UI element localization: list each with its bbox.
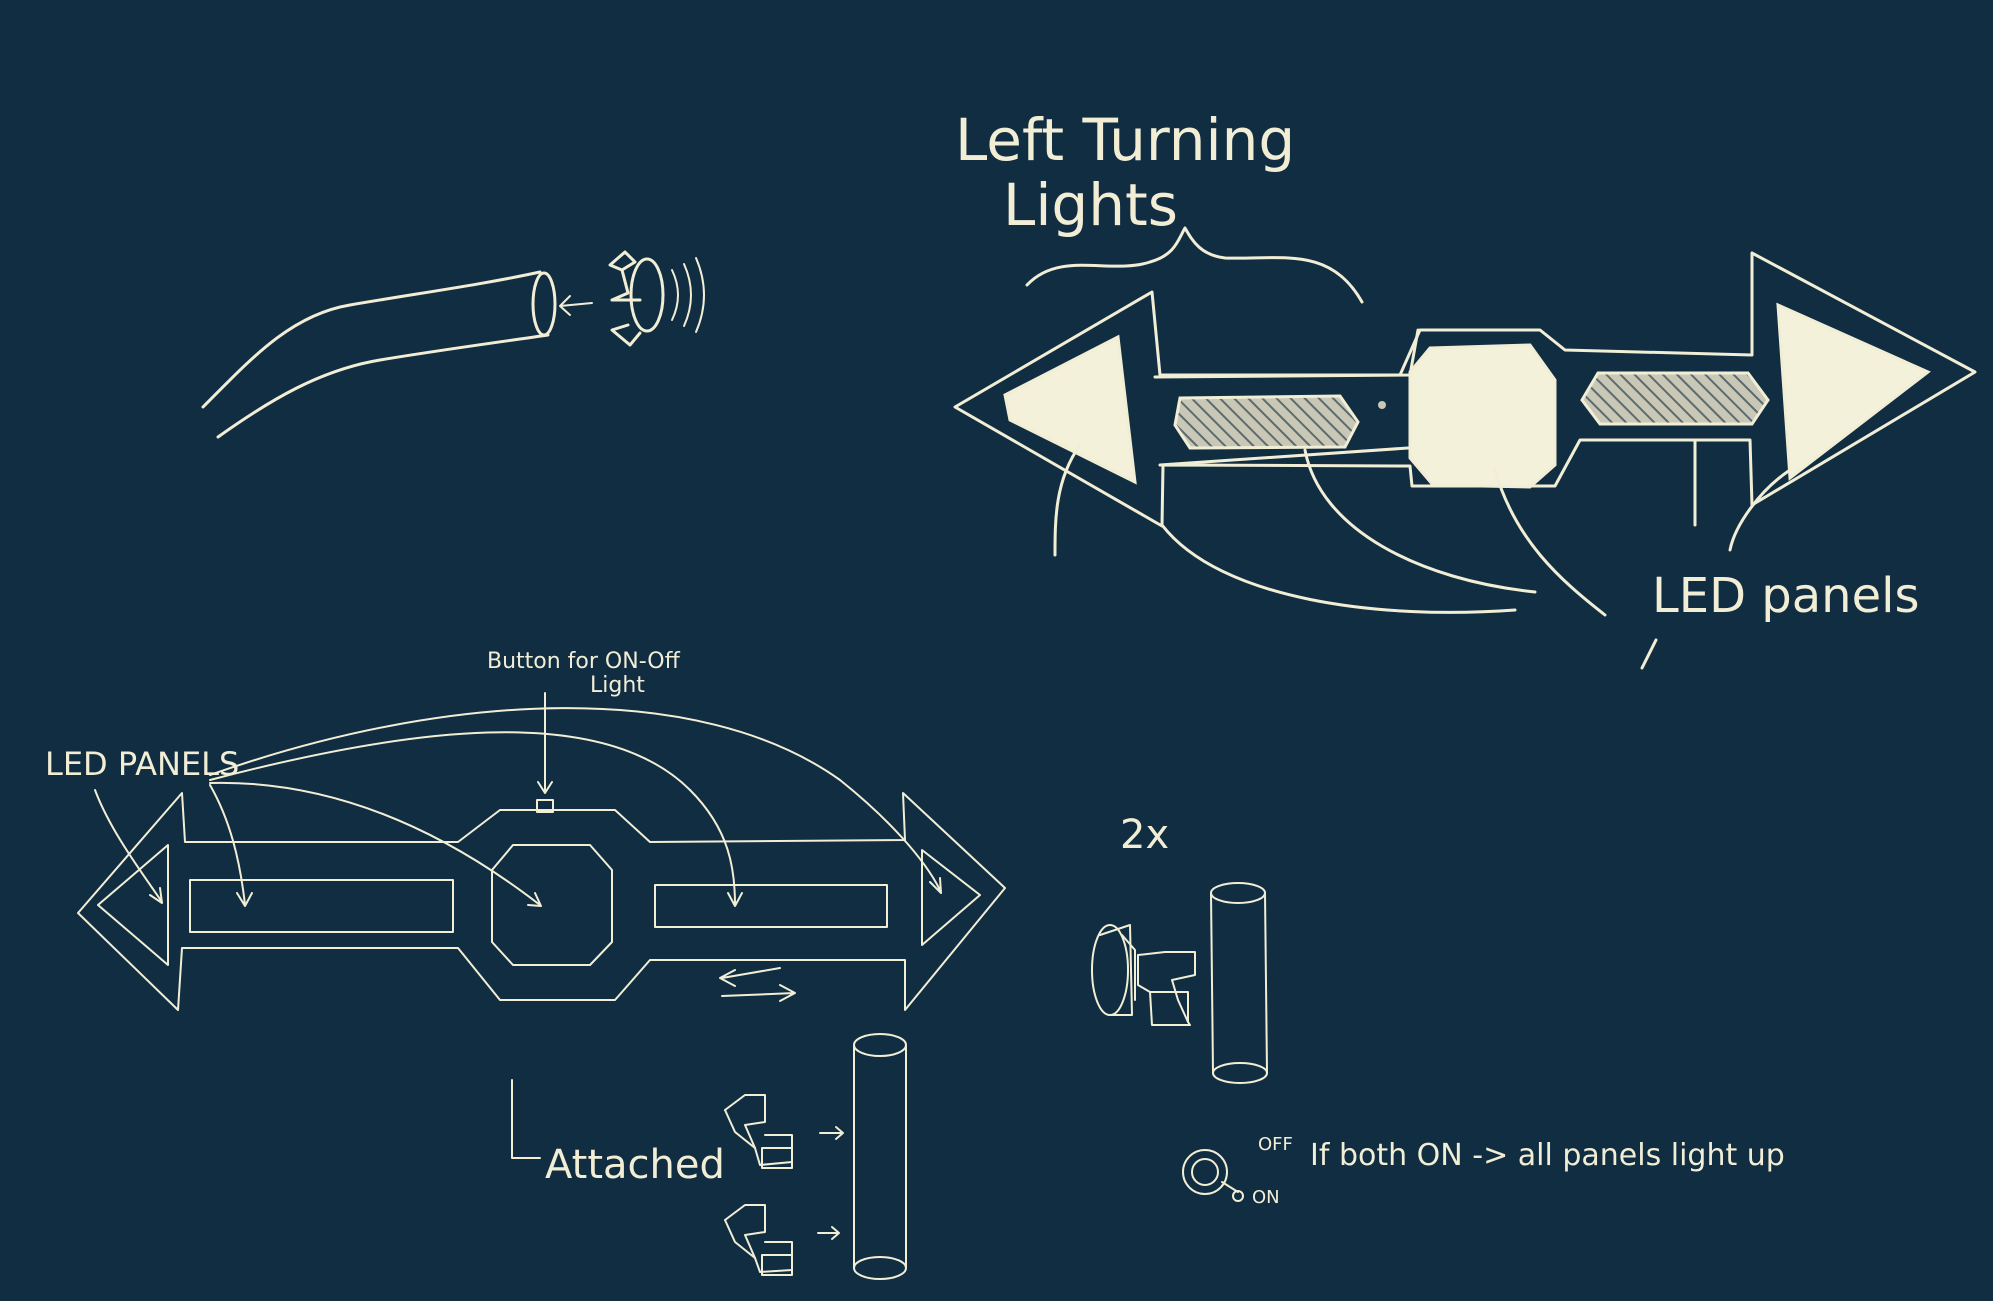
attach-arrow-1 [820,1127,843,1139]
led-panels-label: LED panels [1652,568,1919,624]
button-label-2: Light [590,673,645,698]
left-turning-lights-title-2: Lights [1003,171,1178,239]
led-center-square [1410,345,1555,487]
tube-lower-edge [218,335,548,437]
turning-lights-diagram: Left Turning Lights LED panels [955,106,1975,668]
led-right-strip [1582,373,1768,424]
panel-right-bar [655,885,887,927]
panel-center-octagon [492,845,612,965]
center-dot [1378,401,1386,409]
leader-line-4 [1495,470,1605,615]
signal-wave-2 [684,264,691,326]
arrow-inner-left [98,845,168,965]
leader-line-2 [1162,525,1515,612]
switch-on-label: ON [1252,1187,1280,1208]
arrow-light-outline: Button for ON-Off Light LED PANELS Attac… [45,649,1005,1279]
led-left-strip [1175,396,1358,448]
wire-2 [210,785,252,906]
slide-arrow-left [720,968,780,986]
switch-knob-icon [1183,1150,1227,1194]
tube-end-cap [533,273,555,335]
clamp-lens [631,259,663,331]
attached-hook [512,1080,540,1158]
switch-note-text: If both ON -> all panels light up [1310,1138,1785,1173]
quantity-label: 2x [1120,812,1169,858]
led-right-triangle [1778,305,1928,478]
tube-upper-edge [203,272,540,407]
light-body-inner-bottom [1160,448,1408,465]
signal-wave-3 [696,258,704,332]
leader-line-7 [1642,640,1656,668]
pipe-vertical-2 [1211,883,1267,1083]
button-label-1: Button for ON-Off [487,649,681,674]
leader-line-1 [1055,445,1080,555]
clamp-attached-1 [725,1095,792,1168]
arrow-into-tube [560,296,592,315]
pipe-vertical [854,1034,906,1279]
wire-1 [95,790,162,903]
led-panels-side-label: LED PANELS [45,745,239,783]
clamp-pair-sketch: 2x [1092,812,1267,1083]
wire-5 [210,708,941,893]
light-body-inner-top [1155,330,1418,377]
arrow-outer [78,793,1005,1010]
attached-label: Attached [545,1142,725,1188]
brace [1027,228,1362,302]
switch-off-label: OFF [1258,1134,1293,1155]
switch-note: OFF ON If both ON -> all panels light up [1183,1134,1785,1208]
signal-wave-1 [672,270,678,320]
left-turning-lights-title-1: Left Turning [955,106,1295,174]
clamp-attached-2 [725,1205,792,1275]
clamp-bracket [610,252,640,345]
panel-left-bar [190,880,453,932]
clamp-with-lens [1092,925,1195,1025]
arrow-inner-right [922,850,980,945]
slide-arrow-right [722,985,795,1001]
attach-arrow-2 [818,1227,839,1239]
handlebar-clamp-sketch [203,252,704,437]
leader-line-6 [1730,470,1790,550]
